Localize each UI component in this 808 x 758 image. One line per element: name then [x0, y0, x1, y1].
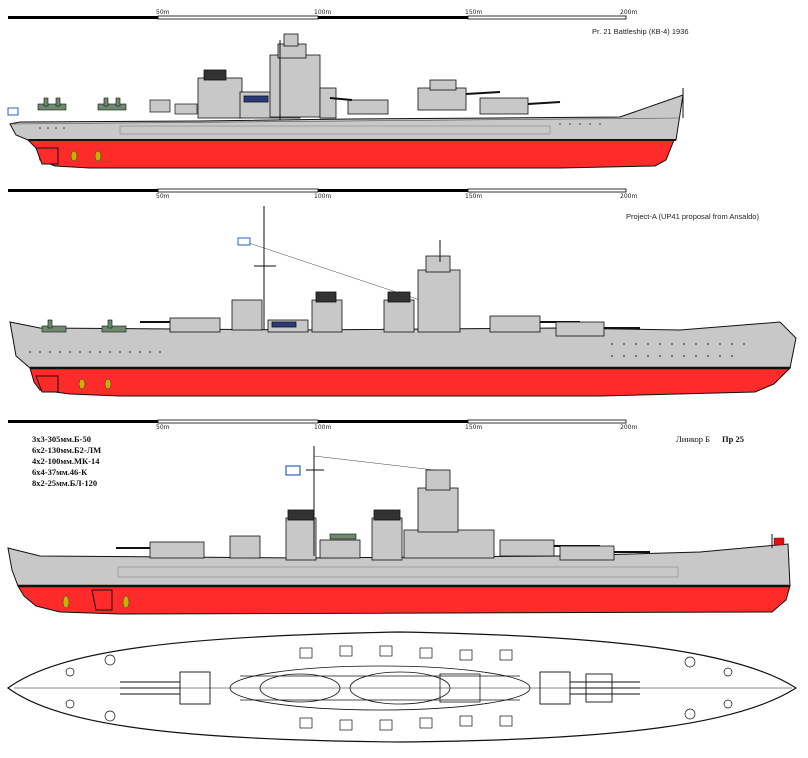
- ship3-jack: [773, 537, 785, 546]
- ship2-rudder: [35, 375, 59, 393]
- deck-plan-turrets: [120, 671, 640, 705]
- deck-plan-secondary: [65, 645, 733, 731]
- ship3-aircraft: [329, 533, 357, 540]
- ruler3-label-150: 150m: [465, 424, 483, 431]
- ruler3-label-200: 200m: [620, 424, 638, 431]
- ship1-aircraft: [37, 97, 127, 111]
- scale-ruler-2: [8, 188, 627, 193]
- ship3-propellers: [62, 595, 130, 609]
- ship1-main-turrets: [329, 79, 561, 115]
- ship3-caption-right: Пр 25: [722, 434, 744, 444]
- armament-line-5: 8x2-25мм.БЛ-120: [32, 478, 98, 488]
- ruler1-label-150: 150m: [465, 9, 483, 16]
- ship1-ensign: [7, 107, 19, 116]
- ship3-main-turrets: [116, 539, 650, 561]
- ship2-main-turrets: [140, 315, 640, 337]
- scale-ruler-1: [8, 15, 627, 20]
- ruler2-label-150: 150m: [465, 193, 483, 200]
- armament-line-1: 3x3-305мм.Б-50: [32, 434, 91, 444]
- armament-line-4: 6x4-37мм.46-К: [32, 467, 88, 477]
- ruler2-label-200: 200m: [620, 193, 638, 200]
- ship1-superstructure: [197, 33, 337, 119]
- ship1-rudder: [35, 147, 59, 165]
- ship2-superstructure: [231, 255, 461, 333]
- ship3-caption-left: Линкор Б: [676, 434, 711, 444]
- ship2-ensign: [237, 237, 251, 246]
- armament-line-2: 6x2-130мм.Б2-ЛМ: [32, 445, 102, 455]
- scale-ruler-3: [8, 419, 627, 424]
- ruler3-label-50: 50m: [156, 424, 170, 431]
- ship3-rudder: [91, 589, 113, 611]
- ship3-superstructure: [229, 469, 495, 561]
- armament-line-3: 4x2-100мм.МК-14: [32, 456, 100, 466]
- ruler2-label-100: 100m: [314, 193, 332, 200]
- ship1-caption: Pr. 21 Battleship (КВ-4) 1936: [592, 27, 689, 36]
- ruler2-label-50: 50m: [156, 193, 170, 200]
- ship2-hull-underwater: [29, 367, 792, 397]
- ship3-hull-underwater: [17, 585, 791, 615]
- ship2-propellers: [78, 378, 112, 390]
- ruler1-label-200: 200m: [620, 9, 638, 16]
- deck-plan-superstructure: [229, 665, 531, 711]
- ruler1-label-100: 100m: [314, 9, 332, 16]
- ship2-caption: Project-A (UP41 proposal from Ansaldo): [626, 212, 759, 221]
- ship2-mast: [239, 206, 421, 330]
- ship3-mast: [306, 446, 435, 556]
- ruler3-label-100: 100m: [314, 424, 332, 431]
- ship1-propellers: [70, 150, 102, 162]
- armament-list: 3x3-305мм.Б-50 6x2-130мм.Б2-ЛМ 4x2-100мм…: [32, 434, 101, 489]
- ruler1-label-50: 50m: [156, 9, 170, 16]
- ship2-aircraft: [41, 319, 127, 333]
- ship1-hull-upper: [9, 94, 684, 141]
- ship3-ensign: [285, 465, 301, 476]
- deck-plan-outline: [6, 631, 798, 743]
